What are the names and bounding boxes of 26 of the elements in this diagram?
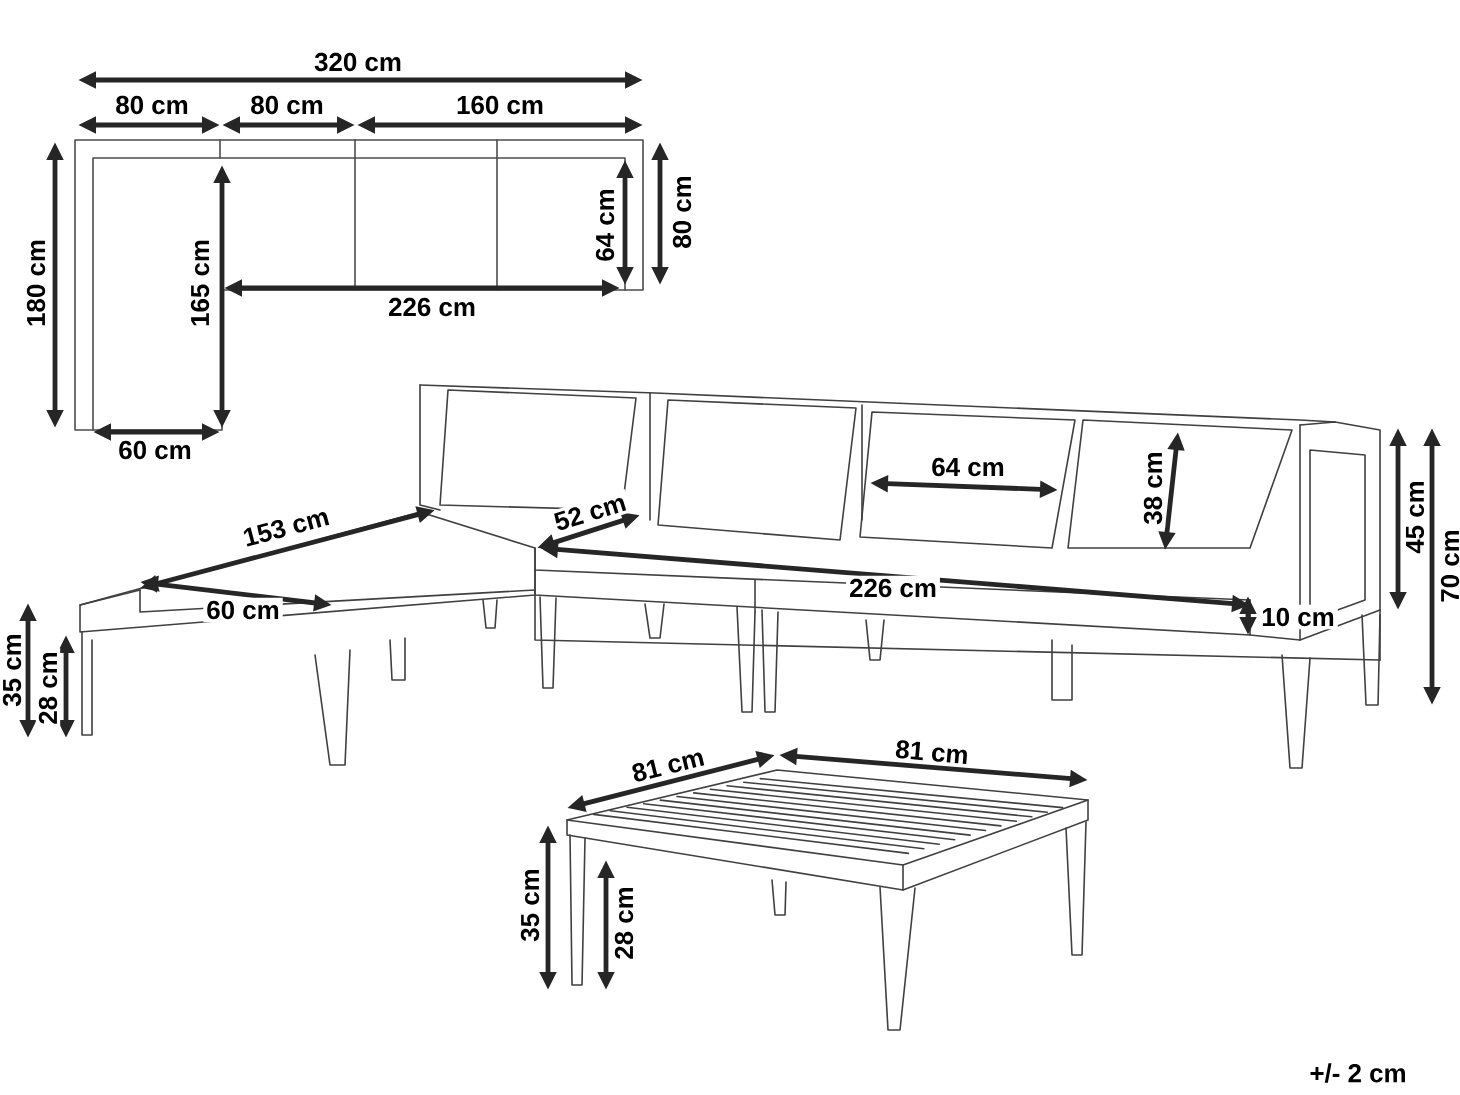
dimension-label: 80 cm: [112, 92, 192, 118]
dimension-label: 70 cm: [1437, 526, 1460, 606]
dimension-label: +/- 2 cm: [1306, 1060, 1410, 1086]
dimension-label: 226 cm: [846, 575, 940, 601]
dimension-label: 28 cm: [35, 648, 61, 728]
dimension-label: 80 cm: [669, 172, 695, 252]
dimension-label: 226 cm: [385, 294, 479, 320]
dimension-label: 81 cm: [626, 743, 710, 787]
dimension-label: 180 cm: [23, 236, 49, 330]
dimension-label: 60 cm: [115, 437, 195, 463]
dimension-label: 64 cm: [592, 185, 618, 265]
dimension-label: 60 cm: [203, 597, 283, 623]
dimension-label: 80 cm: [247, 92, 327, 118]
dimension-label: 81 cm: [891, 736, 973, 768]
dimension-label: 165 cm: [187, 236, 213, 330]
dimension-label: 160 cm: [453, 92, 547, 118]
dimension-label: 38 cm: [1140, 448, 1166, 528]
dimension-label: 153 cm: [237, 503, 335, 551]
dimension-label: 64 cm: [928, 454, 1008, 480]
dimension-label: 45 cm: [1403, 477, 1428, 557]
dimension-label: 35 cm: [0, 630, 25, 710]
dimension-label: 28 cm: [611, 883, 637, 963]
dimension-label: 52 cm: [548, 488, 632, 536]
dimension-label: 35 cm: [517, 865, 543, 945]
dimension-label: 10 cm: [1258, 604, 1338, 630]
dimension-label: 320 cm: [311, 49, 405, 75]
